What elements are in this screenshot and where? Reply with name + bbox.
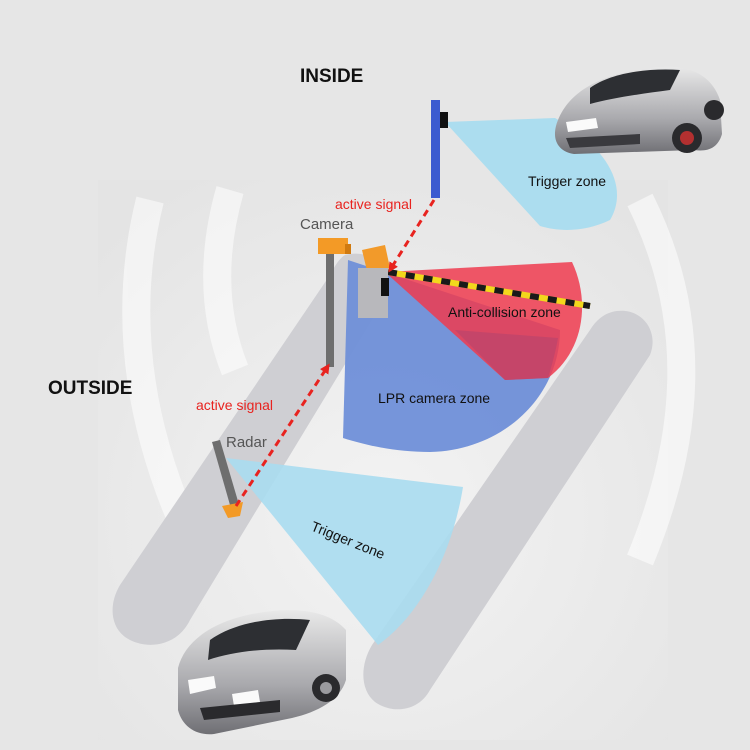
lanes — [112, 253, 653, 710]
camera-icon — [318, 238, 351, 367]
lpr-camera-zone-label: LPR camera zone — [378, 390, 490, 406]
anti-collision-zone-label: Anti-collision zone — [448, 304, 561, 320]
lpr-camera-zone — [343, 260, 560, 452]
lane-right — [363, 310, 653, 710]
detector-post-icon — [431, 100, 448, 198]
barrier-gate-icon — [358, 245, 390, 318]
lane-left — [112, 253, 386, 645]
car-icon — [554, 66, 724, 154]
radar-label: Radar — [226, 434, 267, 451]
trigger-zone-label-top: Trigger zone — [528, 173, 606, 189]
signal-arrow-outside — [234, 363, 330, 507]
barrier-boom — [387, 269, 591, 309]
zone-overlap — [455, 330, 558, 380]
inside-label: INSIDE — [300, 66, 363, 87]
outside-label: OUTSIDE — [48, 378, 132, 399]
car-icon — [178, 610, 346, 735]
camera-label: Camera — [300, 216, 354, 233]
signal-arrow-inside — [388, 199, 436, 273]
active-signal-label-top: active signal — [335, 196, 412, 212]
active-signal-label-bottom: active signal — [196, 397, 273, 413]
trigger-zone-outside — [226, 458, 463, 645]
